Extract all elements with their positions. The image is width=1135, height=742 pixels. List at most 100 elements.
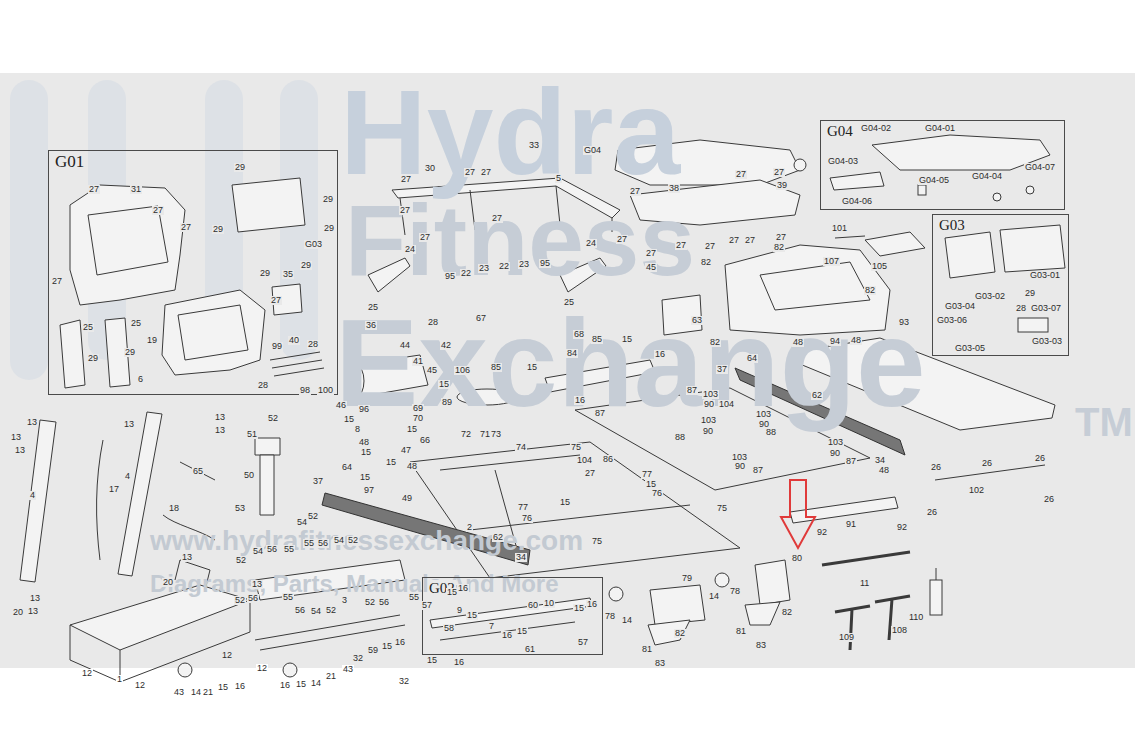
callout-number: 36 [365, 321, 377, 330]
callout-number: 34 [515, 553, 527, 562]
callout-number: 89 [441, 398, 453, 407]
callout-number: 13 [26, 418, 38, 427]
callout-number: 26 [1043, 495, 1055, 504]
callout-number: 103 [700, 416, 717, 425]
callout-number: 21 [202, 688, 214, 697]
callout-number: 78 [729, 587, 741, 596]
callout-number: 15 [438, 380, 450, 389]
callout-number: 54 [252, 547, 264, 556]
callout-number: 47 [400, 446, 412, 455]
callout-number: 6 [137, 375, 144, 384]
callout-number: 63 [691, 316, 703, 325]
group-label: G04 [826, 123, 854, 140]
callout-number: 74 [515, 443, 527, 452]
callout-number: 109 [838, 633, 855, 642]
callout-number: 76 [651, 489, 663, 498]
callout-number: 31 [130, 185, 142, 194]
callout-number: 15 [295, 680, 307, 689]
callout-number: 5 [555, 174, 562, 183]
callout-number: 32 [352, 654, 364, 663]
callout-number: 102 [968, 486, 985, 495]
callout-number: 15 [559, 498, 571, 507]
callout-number: 91 [845, 520, 857, 529]
callout-number: 83 [654, 659, 666, 668]
callout-number: 27 [419, 233, 431, 242]
callout-number: 101 [831, 224, 848, 233]
callout-number: 43 [173, 688, 185, 697]
callout-number: 86 [602, 455, 614, 464]
callout-number: 64 [341, 463, 353, 472]
callout-number: 23 [478, 264, 490, 273]
callout-number: 28 [307, 340, 319, 349]
callout-number: 27 [180, 223, 192, 232]
callout-number: 28 [427, 318, 439, 327]
callout-number: G04-02 [860, 124, 892, 133]
callout-number: 23 [518, 260, 530, 269]
callout-number: 29 [259, 269, 271, 278]
callout-number: 15 [526, 363, 538, 372]
callout-number: 62 [811, 391, 823, 400]
callout-number: 93 [898, 318, 910, 327]
callout-number: 106 [454, 366, 471, 375]
callout-number: 16 [501, 631, 513, 640]
callout-number: 27 [152, 206, 164, 215]
callout-number: 14 [190, 688, 202, 697]
callout-number: 103 [731, 453, 748, 462]
callout-number: 51 [246, 430, 258, 439]
callout-number: 104 [576, 456, 593, 465]
callout-number: 82 [864, 286, 876, 295]
callout-number: G03-03 [1031, 337, 1063, 346]
callout-number: 37 [716, 365, 728, 374]
callout-number: 58 [443, 624, 455, 633]
callout-number: 29 [124, 348, 136, 357]
callout-number: 37 [312, 477, 324, 486]
callout-number: 75 [591, 537, 603, 546]
callout-number: 27 [675, 241, 687, 250]
callout-number: 13 [214, 426, 226, 435]
callout-number: 12 [256, 664, 268, 673]
callout-number: G03-02 [974, 292, 1006, 301]
callout-number: G03-01 [1029, 271, 1061, 280]
callout-number: 42 [440, 341, 452, 350]
callout-number: 15 [406, 425, 418, 434]
callout-number: 34 [874, 456, 886, 465]
callout-number: 59 [367, 646, 379, 655]
callout-number: 29 [322, 195, 334, 204]
callout-number: 48 [878, 466, 890, 475]
callout-number: 27 [270, 296, 282, 305]
callout-number: 26 [926, 508, 938, 517]
callout-number: 43 [342, 665, 354, 674]
callout-number: 33 [528, 141, 540, 150]
callout-number: 29 [323, 224, 335, 233]
callout-number: 54 [296, 518, 308, 527]
callout-number: 50 [243, 471, 255, 480]
callout-number: 56 [266, 545, 278, 554]
callout-number: 15 [381, 642, 393, 651]
callout-number: 98 [299, 386, 311, 395]
callout-number: 14 [621, 616, 633, 625]
callout-number: G04 [583, 146, 602, 155]
callout-number: 4 [29, 491, 36, 500]
callout-number: 15 [217, 683, 229, 692]
callout-number: 54 [333, 536, 345, 545]
callout-number: 56 [294, 606, 306, 615]
callout-number: 15 [516, 627, 528, 636]
callout-number: 67 [475, 314, 487, 323]
callout-number: G03-07 [1030, 304, 1062, 313]
callout-number: 87 [752, 466, 764, 475]
callout-number: 27 [51, 277, 63, 286]
callout-number: G03-04 [944, 302, 976, 311]
callout-number: 94 [829, 337, 841, 346]
callout-number: 77 [641, 470, 653, 479]
callout-number: 77 [517, 503, 529, 512]
callout-number: 85 [490, 363, 502, 372]
callout-number: 12 [81, 669, 93, 678]
callout-number: 45 [426, 366, 438, 375]
callout-number: 15 [645, 480, 657, 489]
callout-number: G03-06 [936, 316, 968, 325]
callout-number: 75 [716, 504, 728, 513]
callout-number: 103 [755, 410, 772, 419]
callout-number: 27 [480, 168, 492, 177]
callout-number: 52 [347, 536, 359, 545]
callout-number: 14 [708, 592, 720, 601]
